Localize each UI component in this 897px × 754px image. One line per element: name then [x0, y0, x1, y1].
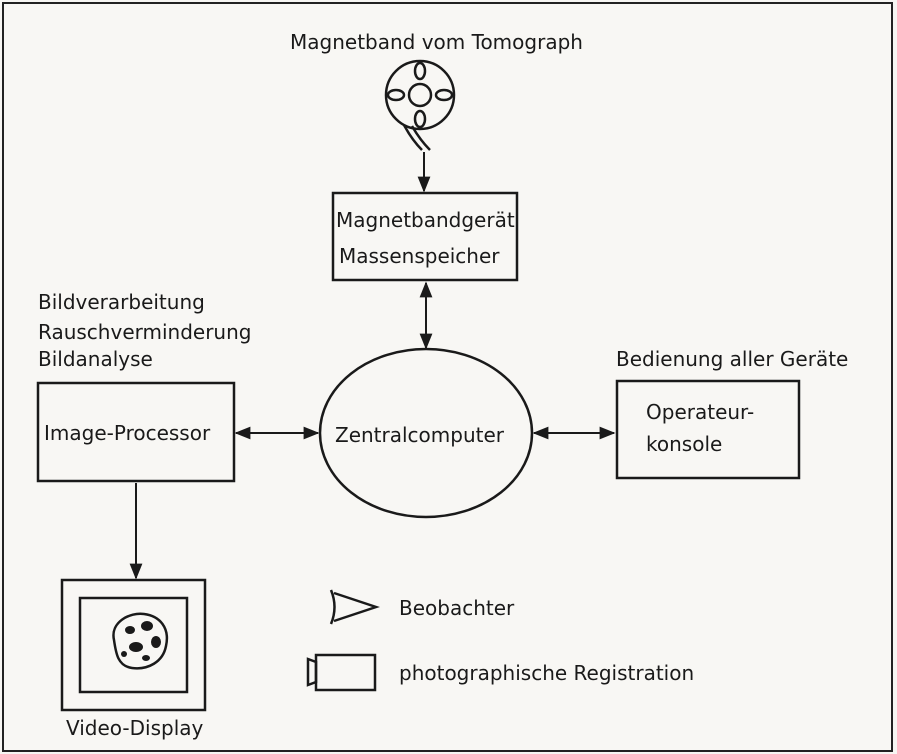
operator-console-box	[615, 379, 801, 480]
video-display-label: Video-Display	[66, 716, 204, 740]
tape-source-label: Magnetband vom Tomograph	[290, 30, 583, 54]
processing-caption-line3: Bildanalyse	[38, 347, 153, 371]
operator-label-line2: konsole	[646, 432, 723, 456]
operator-caption: Bedienung aller Geräte	[616, 347, 849, 371]
legend-observer-label: Beobachter	[399, 596, 515, 620]
video-display-monitor	[60, 578, 207, 712]
image-processor-box	[36, 381, 236, 483]
processing-caption-line2: Rauschverminderung	[38, 320, 252, 344]
camera-icon	[306, 653, 377, 692]
legend-photo-label: photographische Registration	[399, 661, 695, 685]
tomography-image-icon	[112, 612, 169, 670]
central-computer-node	[318, 347, 534, 519]
storage-box	[331, 191, 519, 282]
eye-icon	[329, 589, 380, 625]
processing-caption-line1: Bildverarbeitung	[38, 290, 205, 314]
tape-reel-icon	[384, 59, 456, 151]
operator-label-line1: Operateur-	[646, 400, 755, 424]
central-computer-label: Zentralcomputer	[335, 423, 505, 447]
image-processor-label: Image-Processor	[44, 421, 211, 445]
storage-label-line1: Magnetbandgerät	[336, 208, 515, 232]
storage-label-line2: Massenspeicher	[339, 244, 500, 268]
